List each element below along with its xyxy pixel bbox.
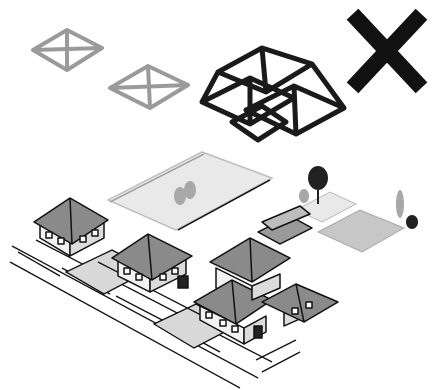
house-1 [34, 198, 108, 256]
shaded-lot-right [296, 192, 404, 252]
small-roof-outline-2 [110, 66, 188, 108]
large-house [194, 206, 338, 344]
x-mark-icon [358, 20, 416, 82]
small-roof-outline-1 [33, 30, 102, 70]
large-complex-roof-outline [202, 48, 344, 140]
vacant-lot [108, 152, 272, 230]
